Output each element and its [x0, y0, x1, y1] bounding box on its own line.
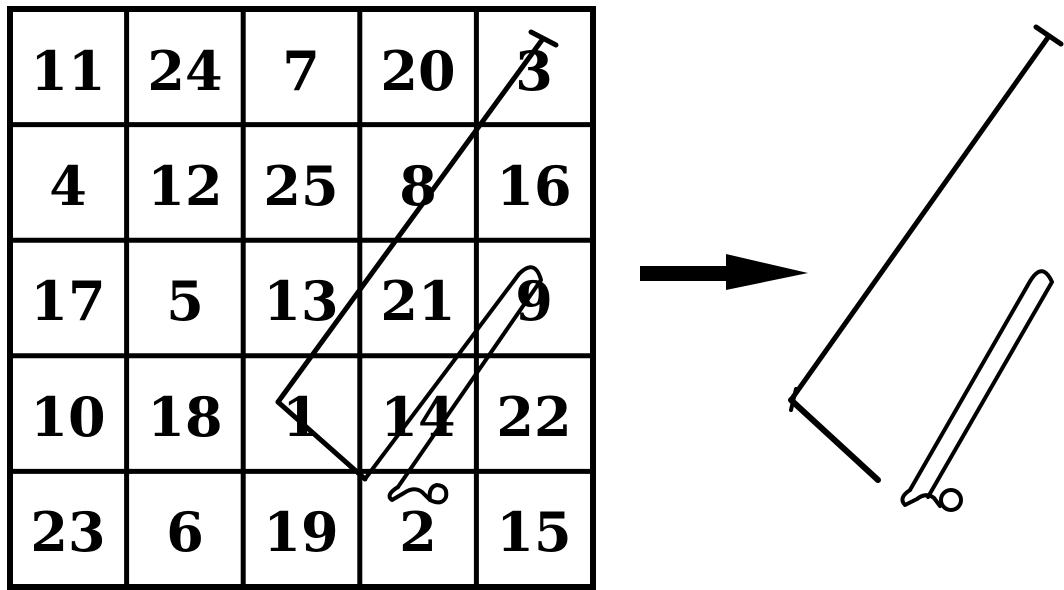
grid-cell: 24	[147, 39, 222, 103]
grid-cell: 13	[263, 269, 338, 333]
grid-cell: 2	[399, 500, 437, 564]
grid-cell: 11	[30, 39, 105, 103]
right-arrow-icon	[640, 254, 808, 290]
grid-cell: 19	[263, 500, 338, 564]
grid-cell: 20	[380, 39, 455, 103]
key-shape-icon	[791, 27, 1061, 510]
grid-cell: 9	[515, 269, 553, 333]
grid-cell: 7	[282, 39, 320, 103]
grid-cell: 17	[30, 269, 105, 333]
grid-cell: 16	[496, 154, 571, 218]
grid-cell: 23	[30, 500, 105, 564]
number-grid: 11 24 7 20 3 4 12 25 8 16 17 5 13 21 9 1…	[10, 9, 593, 587]
grid-cell: 25	[263, 154, 338, 218]
grid-cell: 22	[496, 385, 571, 449]
grid-cell: 18	[147, 385, 222, 449]
grid-cell: 4	[49, 154, 87, 218]
grid-cell: 6	[166, 500, 204, 564]
grid-cell: 12	[147, 154, 222, 218]
grid-cell: 5	[166, 269, 204, 333]
grid-cell: 1	[282, 385, 320, 449]
grid-cell: 15	[496, 500, 571, 564]
grid-cell: 10	[30, 385, 105, 449]
grid-cell: 21	[380, 269, 455, 333]
